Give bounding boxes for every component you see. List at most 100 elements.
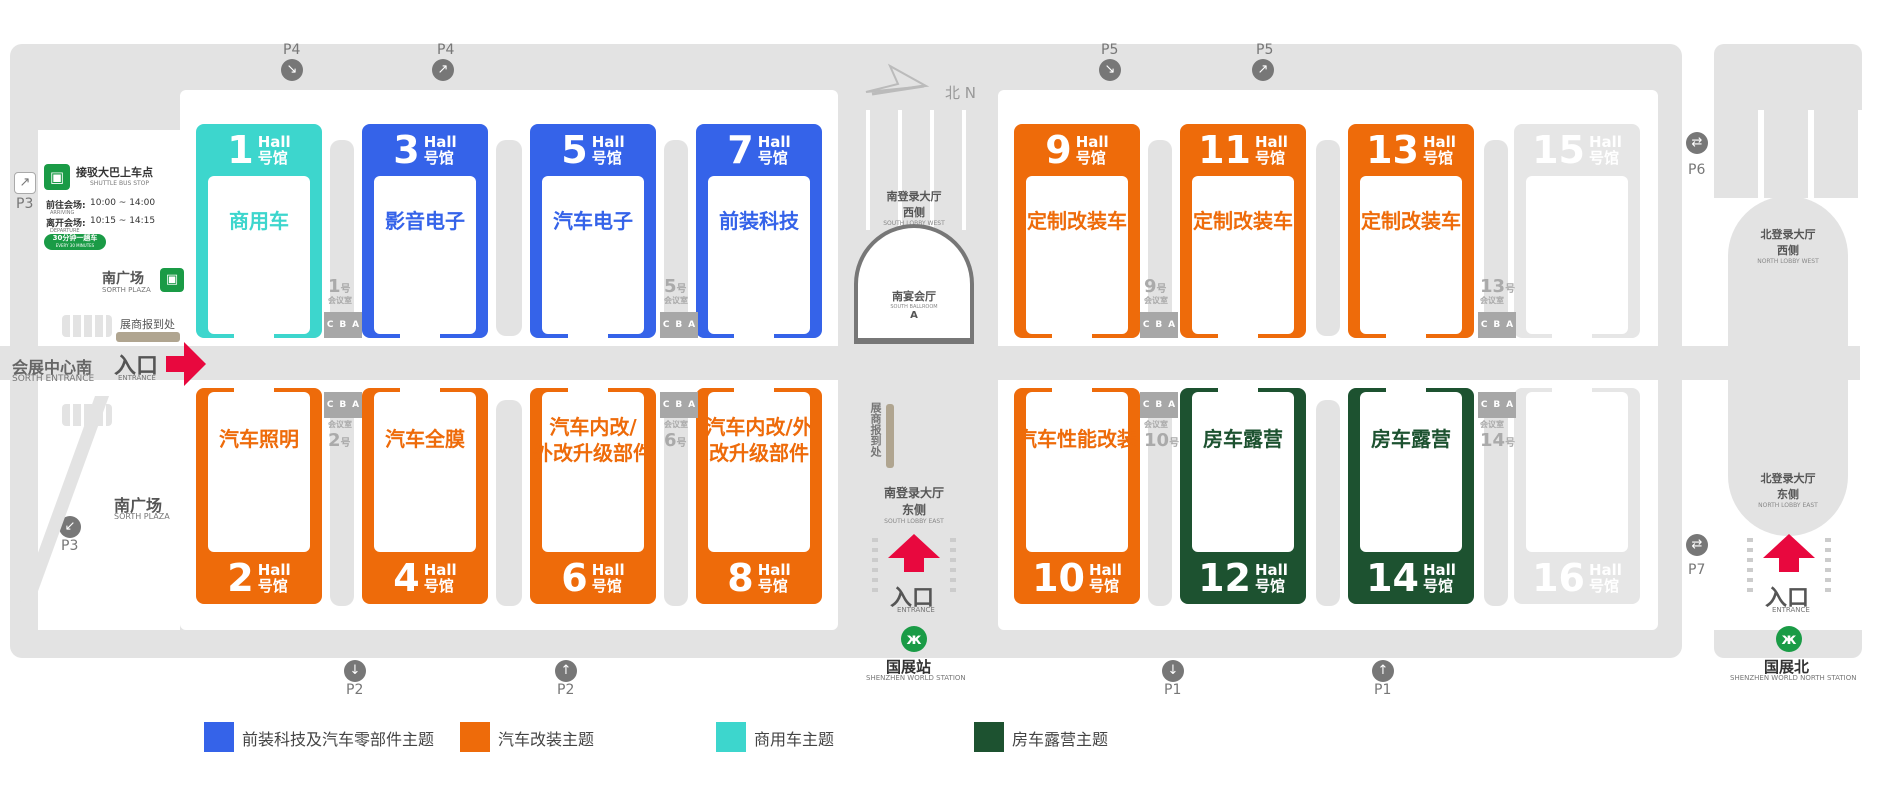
bus-stop-icon: ▣	[160, 268, 184, 292]
hall-door	[1052, 328, 1092, 338]
hall-number-value: 12	[1198, 556, 1251, 600]
entrance-north-label: 入口	[1765, 586, 1810, 611]
parking-arrow-icon[interactable]: ↗	[14, 172, 36, 194]
hall-interior	[208, 392, 310, 552]
parking-arrow-icon[interactable]: ↘	[1099, 59, 1121, 81]
meeting-room-sub: 会议室	[328, 296, 352, 305]
south-plaza-label: 南广场	[102, 271, 144, 287]
south-entrance-label: 会展中心南	[12, 358, 93, 377]
hall-guan: 号馆	[423, 149, 454, 167]
vertical-checkin-label: 展商报到处	[869, 402, 882, 457]
parking-label: P5	[1256, 42, 1274, 58]
hall-exhibit-name: 定制改装车	[1361, 209, 1461, 233]
strip	[664, 140, 688, 336]
meeting-room-sub: 会议室	[1144, 296, 1168, 305]
strip	[1148, 400, 1172, 606]
north-lobby-west-side: 西侧	[1777, 244, 1799, 257]
hall-word: Hall	[423, 561, 457, 579]
entrance-label-en: ENTRANCE	[118, 374, 156, 382]
parking-arrow-icon[interactable]: ↙	[59, 516, 81, 538]
entrance-arrow-icon	[166, 342, 206, 390]
parking-arrow-icon[interactable]: ↑	[555, 660, 577, 682]
parking-arrow-icon[interactable]: ⇄	[1686, 534, 1708, 556]
strip	[664, 400, 688, 606]
hall-guan: 号馆	[257, 149, 288, 167]
parking-arrow-icon[interactable]: ↑	[1372, 660, 1394, 682]
parking-arrow-icon[interactable]: ↗	[1252, 59, 1274, 81]
meeting-room-letter: B	[339, 400, 347, 410]
entrance-south-label-en: ENTRANCE	[897, 606, 935, 614]
meeting-room-sub: 会议室	[664, 296, 688, 305]
meeting-room-no: 2	[328, 430, 341, 451]
hall-exhibit-name: 汽车内改/外 改升级部件	[705, 415, 813, 465]
meeting-room-unit: 号	[1505, 438, 1516, 449]
meeting-room-no: 13	[1480, 276, 1506, 297]
parking-arrow-icon[interactable]: ↗	[432, 59, 454, 81]
legend-label: 商用车主题	[754, 730, 835, 749]
parking-arrow-icon[interactable]: ⇄	[1686, 132, 1708, 154]
meeting-room-letter: A	[688, 400, 696, 410]
south-plaza-label-en: SORTH PLAZA	[102, 286, 151, 294]
hall-interior	[1360, 176, 1462, 334]
south-plaza-lower-en: SORTH PLAZA	[114, 512, 170, 521]
north-lobby-west-cn: 北登录大厅	[1760, 228, 1816, 241]
hall-door	[734, 328, 774, 338]
hall-guan: 号馆	[1254, 577, 1285, 595]
parking-arrow-icon[interactable]: ↘	[281, 59, 303, 81]
hall-word: Hall	[1075, 133, 1109, 151]
hall-number-value: 3	[393, 128, 420, 172]
parking-arrow-icon[interactable]: ↓	[1162, 660, 1184, 682]
north-top-columns	[1714, 110, 1862, 198]
hall-word: Hall	[591, 561, 625, 579]
meeting-room-no: 1	[328, 276, 341, 297]
compass-label: 北 N	[945, 84, 976, 102]
hall-interior	[708, 176, 810, 334]
hall-word: Hall	[1088, 561, 1122, 579]
meeting-room-unit: 号	[676, 438, 687, 449]
meeting-room-label: 1号会议室	[328, 276, 352, 305]
parking-label: P4	[437, 42, 455, 58]
north-lobby-east-label: 北登录大厅 东侧 NORTH LOBBY EAST	[1728, 470, 1848, 509]
hall-word: Hall	[1254, 133, 1288, 151]
parking-arrow-icon[interactable]: ↓	[344, 660, 366, 682]
hall-interior	[1192, 392, 1294, 552]
meeting-room-letter: B	[1155, 400, 1163, 410]
station-north-label-en: SHENZHEN WORLD NORTH STATION	[1730, 674, 1857, 682]
south-ballroom-en: SOUTH BALLROOM	[890, 304, 938, 310]
